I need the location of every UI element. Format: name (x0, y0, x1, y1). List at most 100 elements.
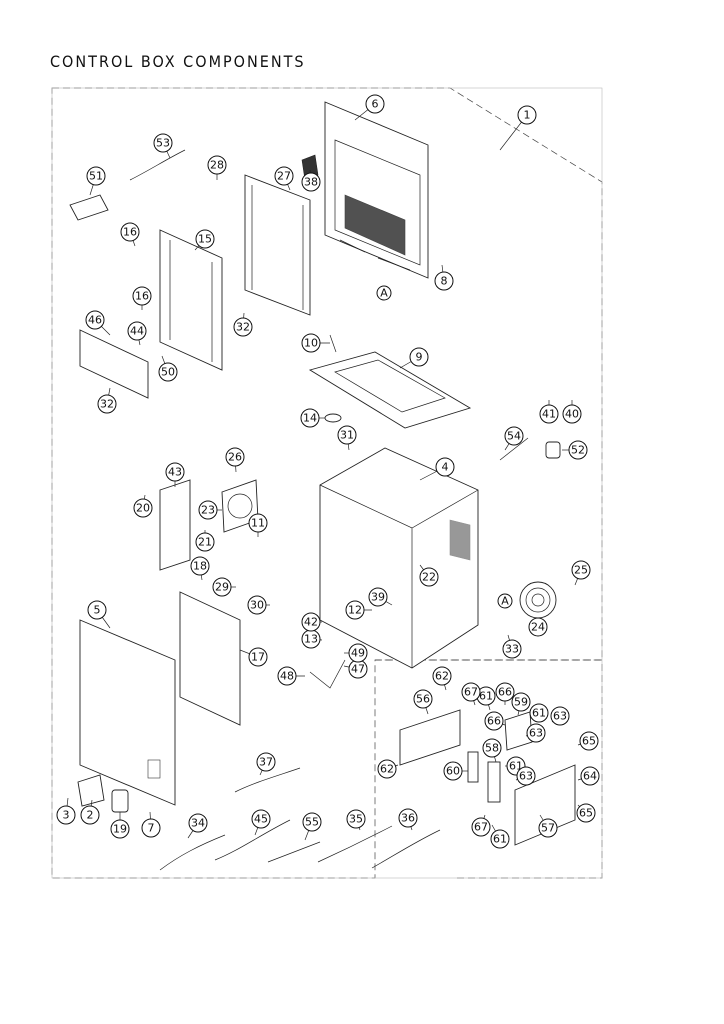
part-46-plate (79, 329, 149, 399)
callout-number: 11 (251, 517, 265, 530)
callout-40: 40 (562, 400, 582, 424)
callout-number: 47 (351, 663, 365, 676)
callout-number: 18 (193, 560, 207, 573)
callout-number: 32 (236, 321, 250, 334)
callout-number: 4 (442, 461, 449, 474)
callout-number: 66 (498, 686, 512, 699)
callout-number: 54 (507, 430, 521, 443)
part-10-bolt (329, 334, 337, 353)
callout-number: 13 (304, 633, 318, 646)
callout-39: 39 (368, 587, 393, 607)
callout-66: 66 (495, 682, 515, 705)
callout-55: 55 (302, 812, 322, 841)
part-inner-panel (179, 591, 241, 726)
callout-35: 35 (346, 809, 366, 831)
callout-28: 28 (207, 155, 227, 180)
callout-number: 23 (201, 504, 215, 517)
callout-43: 43 (165, 462, 185, 487)
callout-45: 45 (251, 809, 271, 836)
callout-54: 54 (504, 426, 524, 451)
callout-65: 65 (577, 731, 599, 751)
callout-49: 49 (344, 643, 368, 663)
callout-number: 66 (487, 715, 501, 728)
callout-number: 5 (94, 604, 101, 617)
callout-number: 65 (579, 807, 593, 820)
callout-number: 63 (519, 770, 533, 783)
page-title: CONTROL BOX COMPONENTS (50, 52, 306, 71)
callout-32: 32 (97, 387, 117, 414)
part-14-washer (324, 413, 342, 423)
callout-number: 52 (571, 444, 585, 457)
callout-57: 57 (538, 814, 558, 838)
callout-number: 63 (553, 710, 567, 723)
callout-number: 63 (529, 727, 543, 740)
callout-number: 31 (340, 429, 354, 442)
part-60-plate (467, 751, 479, 783)
callout-number: 12 (348, 604, 362, 617)
part-52-cylinder (545, 441, 561, 459)
callout-number: 62 (380, 763, 394, 776)
callout-66: 66 (484, 711, 506, 731)
callout-number: 59 (514, 696, 528, 709)
callout-11: 11 (248, 513, 268, 537)
callout-labels: 1234567891011121314151616171819202122232… (56, 94, 600, 849)
callout-number: 17 (251, 651, 265, 664)
callout-22: 22 (419, 564, 439, 587)
callout-number: 16 (123, 226, 137, 239)
callout-number: 8 (441, 275, 448, 288)
callout-number: 6 (372, 98, 379, 111)
callout-number: 60 (446, 765, 460, 778)
callout-number: 26 (228, 451, 242, 464)
callout-24: 24 (528, 617, 548, 637)
callout-25: 25 (571, 560, 591, 586)
callout-59: 59 (511, 692, 531, 716)
callout-number: 49 (351, 647, 365, 660)
callout-47: 47 (343, 659, 368, 679)
part-55-cable (267, 841, 321, 863)
callout-number: 14 (303, 412, 317, 425)
callout-number: 34 (191, 817, 205, 830)
callout-48: 48 (277, 666, 305, 686)
callout-number: 27 (277, 170, 291, 183)
callout-number: 44 (130, 325, 144, 338)
callout-41: 41 (539, 400, 559, 424)
callout-15: 15 (194, 229, 215, 251)
callout-number: 38 (304, 176, 318, 189)
callout-18: 18 (190, 556, 210, 581)
callout-61: 61 (529, 703, 549, 723)
callout-53: 53 (153, 133, 173, 159)
callout-number: 37 (259, 756, 273, 769)
callout-12: 12 (345, 600, 372, 620)
reference-mark-a: A (376, 285, 392, 301)
callout-8: 8 (434, 264, 454, 291)
callout-number: 46 (88, 314, 102, 327)
callout-5: 5 (87, 600, 111, 629)
callout-number: 29 (215, 581, 229, 594)
part-51-bracket (69, 194, 109, 221)
callout-number: 21 (198, 536, 212, 549)
callout-number: 10 (304, 337, 318, 350)
callout-44: 44 (127, 321, 147, 346)
callout-31: 31 (337, 425, 357, 451)
part-45-harness (214, 819, 291, 861)
callout-62: 62 (432, 666, 452, 691)
callout-number: 58 (485, 742, 499, 755)
callout-29: 29 (212, 577, 236, 597)
callout-number: 24 (531, 621, 545, 634)
callout-26: 26 (225, 447, 245, 473)
callout-36: 36 (398, 808, 418, 831)
part-2-bracket (77, 774, 105, 807)
callout-65: 65 (576, 803, 596, 823)
callout-3: 3 (56, 797, 76, 825)
callout-51: 51 (86, 166, 106, 196)
callout-number: 43 (168, 466, 182, 479)
callout-19: 19 (110, 812, 130, 839)
callout-46: 46 (85, 310, 111, 336)
callout-number: 56 (416, 693, 430, 706)
callout-number: 15 (198, 233, 212, 246)
callout-number: 42 (304, 616, 318, 629)
callout-52: 52 (562, 440, 588, 460)
callout-64: 64 (577, 766, 600, 786)
callout-60: 60 (443, 761, 468, 781)
